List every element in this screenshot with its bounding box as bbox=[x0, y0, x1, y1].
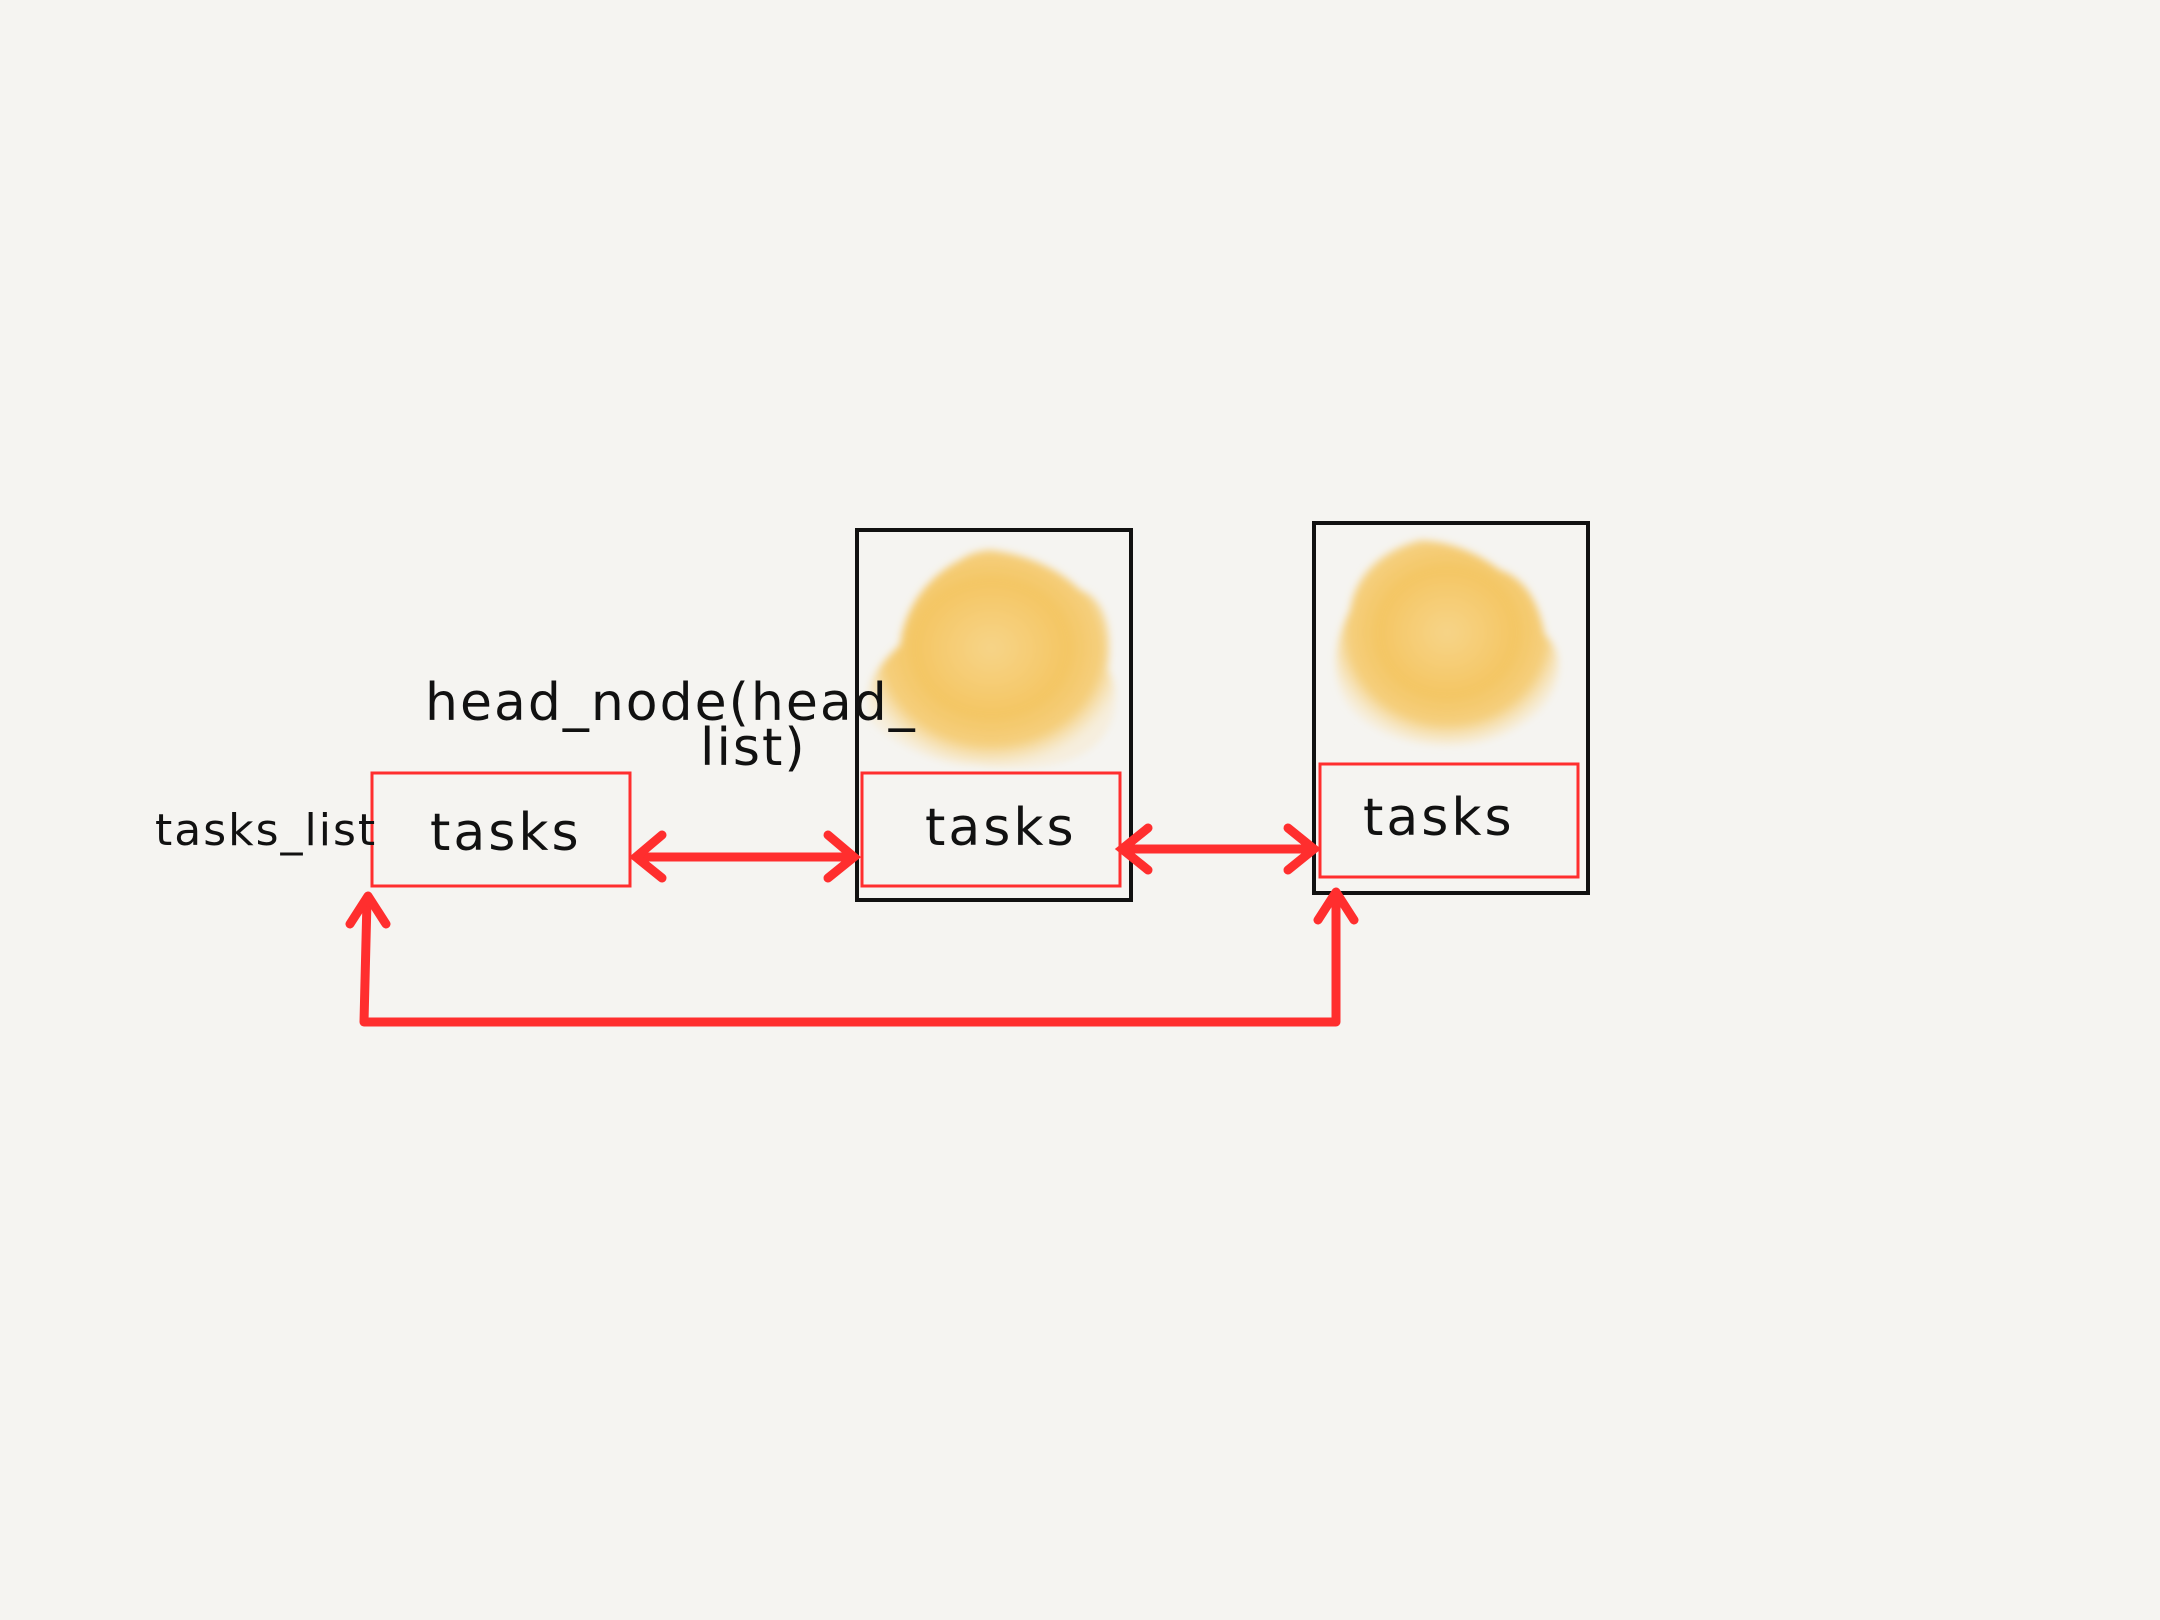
node-container-3 bbox=[1312, 521, 1590, 895]
node-container-2 bbox=[855, 528, 1133, 902]
tasks-box-3-label: tasks bbox=[1363, 788, 1515, 848]
head-node-label-line1: head_node(head_ bbox=[425, 673, 917, 733]
tasks-list-label: tasks_list bbox=[155, 805, 377, 856]
wraparound-link bbox=[345, 887, 1359, 1027]
tasks-box-1 bbox=[370, 771, 632, 888]
tasks-box-3 bbox=[1318, 762, 1580, 879]
tasks-box-2 bbox=[860, 771, 1122, 888]
data-blob-2 bbox=[867, 550, 1116, 768]
link-arrow-1-2 bbox=[628, 830, 862, 883]
link-arrow-2-3 bbox=[1114, 823, 1322, 875]
tasks-box-2-label: tasks bbox=[925, 798, 1077, 858]
head-node-label-line2: list) bbox=[700, 718, 807, 778]
tasks-box-1-label: tasks bbox=[430, 803, 582, 863]
data-blob-3 bbox=[1335, 540, 1559, 746]
